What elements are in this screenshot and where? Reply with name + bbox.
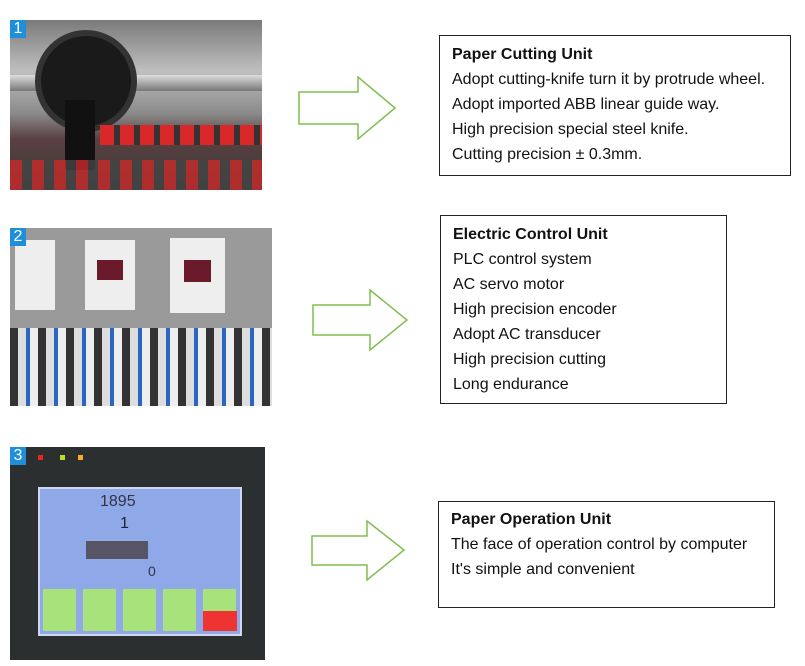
feature-line: The face of operation control by compute…	[451, 536, 748, 553]
paper-cutting-unit-photo: 1	[10, 20, 262, 190]
paper-operation-unit-photo: 1895 1 0 3	[10, 447, 265, 660]
feature-line: High precision special steel knife.	[452, 121, 689, 138]
section-number-badge: 2	[10, 228, 26, 246]
electric-control-unit-photo: 2	[10, 228, 272, 406]
section-number-badge: 3	[10, 447, 26, 465]
counter-value: 1	[120, 515, 129, 532]
counter-value: 0	[148, 563, 156, 579]
paper-cutting-unit-box: Paper Cutting Unit Adopt cutting-knife t…	[439, 35, 791, 176]
arrow-right-icon	[312, 289, 409, 352]
stop-key	[203, 611, 237, 631]
feature-line: High precision encoder	[453, 301, 617, 318]
paper-operation-unit-box: Paper Operation Unit The face of operati…	[438, 501, 775, 608]
feature-line: It's simple and convenient	[451, 561, 635, 578]
electric-control-unit-box: Electric Control Unit PLC control system…	[440, 215, 727, 404]
feature-line: AC servo motor	[453, 276, 565, 293]
arrow-right-icon	[298, 76, 397, 140]
arrow-right-icon	[311, 520, 406, 582]
led-red-icon	[38, 455, 43, 460]
feature-line: Long endurance	[453, 376, 569, 393]
led-orange-icon	[78, 455, 83, 460]
feature-line: High precision cutting	[453, 351, 606, 368]
counter-value: 1895	[100, 493, 136, 510]
led-green-icon	[60, 455, 65, 460]
feature-line: Adopt AC transducer	[453, 326, 601, 343]
feature-line: Adopt imported ABB linear guide way.	[452, 96, 720, 113]
feature-line: Adopt cutting-knife turn it by protrude …	[452, 71, 766, 88]
section-title: Paper Cutting Unit	[452, 46, 593, 63]
section-title: Electric Control Unit	[453, 226, 608, 243]
feature-line: Cutting precision ± 0.3mm.	[452, 146, 643, 163]
section-title: Paper Operation Unit	[451, 511, 612, 528]
feature-line: PLC control system	[453, 251, 592, 268]
section-number-badge: 1	[10, 20, 26, 38]
